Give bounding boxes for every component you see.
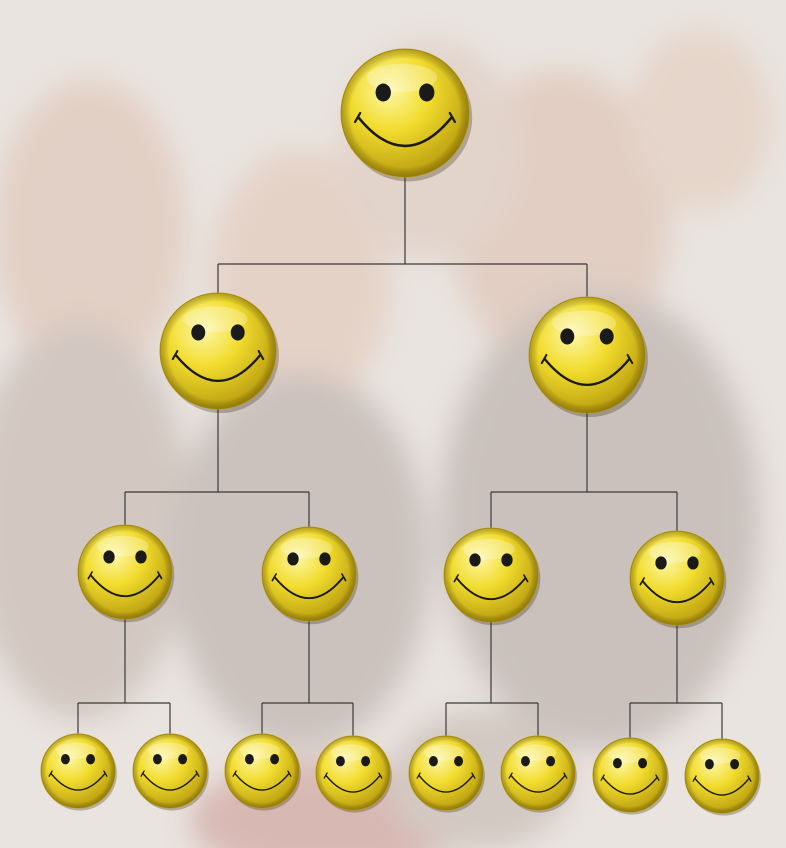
left-eye xyxy=(560,328,574,344)
smiley-face-icon xyxy=(78,525,174,622)
smiley-face-icon xyxy=(630,531,726,628)
right-eye xyxy=(730,759,739,769)
left-eye xyxy=(376,84,391,102)
right-eye xyxy=(319,552,330,565)
smiley-face-icon xyxy=(501,736,577,813)
right-eye xyxy=(178,754,187,764)
smiley-face-icon xyxy=(316,736,392,813)
left-eye xyxy=(153,754,162,764)
smiley-face-icon xyxy=(409,736,485,813)
smiley-face-icon xyxy=(262,527,358,624)
right-eye xyxy=(361,756,370,766)
left-eye xyxy=(429,756,438,766)
right-eye xyxy=(270,754,279,764)
left-eye xyxy=(245,754,254,764)
connector-lines xyxy=(78,177,722,739)
left-eye xyxy=(705,759,714,769)
left-eye xyxy=(613,758,622,768)
right-eye xyxy=(638,758,647,768)
smiley-face-icon xyxy=(160,293,279,413)
smiley-face-icon xyxy=(41,734,117,811)
left-eye xyxy=(287,552,298,565)
right-eye xyxy=(600,328,614,344)
left-eye xyxy=(655,556,666,569)
left-eye xyxy=(521,756,530,766)
right-eye xyxy=(86,754,95,764)
left-eye xyxy=(336,756,345,766)
smiley-face-icon xyxy=(685,739,761,816)
right-eye xyxy=(419,84,434,102)
smiley-face-icon xyxy=(341,49,472,181)
right-eye xyxy=(501,553,512,566)
smiley-face-icon xyxy=(444,528,540,625)
right-eye xyxy=(135,550,146,563)
right-eye xyxy=(687,556,698,569)
right-eye xyxy=(231,324,245,340)
left-eye xyxy=(191,324,205,340)
left-eye xyxy=(103,550,114,563)
smiley-face-icon xyxy=(133,734,209,811)
right-eye xyxy=(454,756,463,766)
smiley-face-icon xyxy=(529,297,648,417)
left-eye xyxy=(469,553,480,566)
tree-nodes xyxy=(41,49,761,816)
smiley-face-icon xyxy=(225,734,301,811)
smiley-face-icon xyxy=(593,738,669,815)
left-eye xyxy=(61,754,70,764)
right-eye xyxy=(546,756,555,766)
